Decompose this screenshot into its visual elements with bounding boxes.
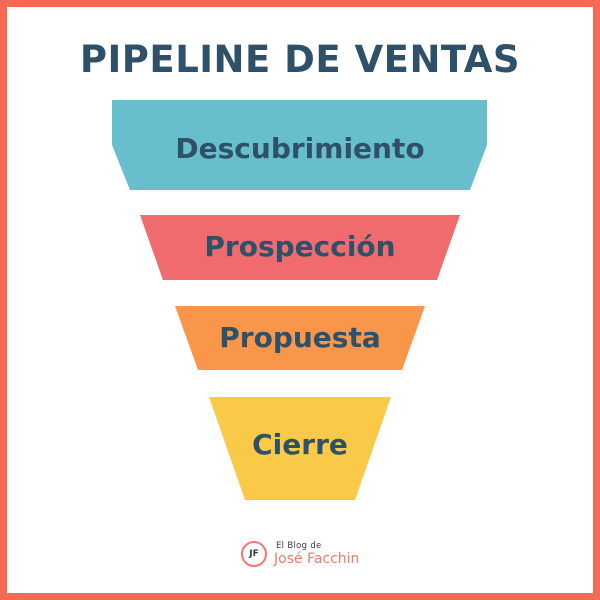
- logo-line2: José Facchin: [274, 551, 360, 568]
- funnel-stage-cierre-label: Cierre: [252, 428, 348, 461]
- funnel-stage-prospeccion-shape: [140, 215, 460, 280]
- funnel-stage-propuesta-shape: [175, 306, 425, 370]
- brand-logo: JF El Blog de José Facchin: [241, 539, 359, 569]
- funnel-stage-descubrimiento-shape: [112, 100, 487, 190]
- funnel-stage-propuesta-label: Propuesta: [219, 321, 381, 354]
- diagram-title: PIPELINE DE VENTAS: [79, 38, 521, 81]
- logo-monogram-icon: JF: [241, 541, 267, 567]
- logo-line1: El Blog de: [276, 540, 322, 551]
- funnel-stage-prospeccion-label: Prospección: [204, 230, 396, 263]
- funnel-stage-descubrimiento-label: Descubrimiento: [175, 132, 425, 165]
- logo-text: El Blog de José Facchin: [274, 542, 359, 567]
- funnel-stage-cierre-shape: [209, 397, 391, 500]
